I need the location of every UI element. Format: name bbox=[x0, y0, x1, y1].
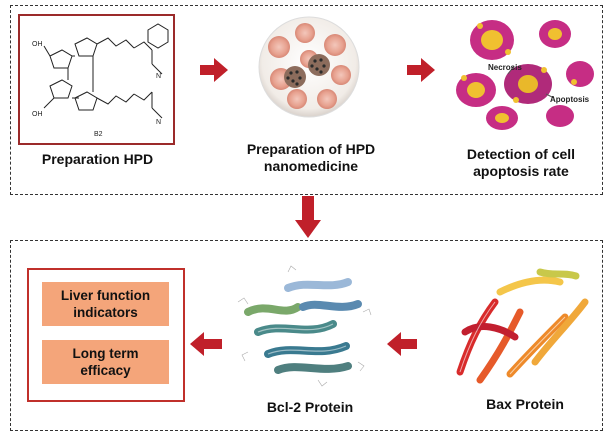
step3-label-line1: Detection of cell bbox=[466, 146, 576, 162]
nanomedicine-dish-image bbox=[258, 16, 360, 118]
arrow-top-to-bottom bbox=[295, 196, 321, 238]
outcome-long-term-efficacy: Long term efficacy bbox=[42, 340, 169, 384]
apoptosis-cells-image: Necrosis Apoptosis bbox=[456, 20, 594, 130]
outcome-long-term-efficacy-line1: Long term bbox=[72, 346, 139, 361]
bottom-panel bbox=[10, 240, 603, 431]
step2-label-line2: nanomedicine bbox=[263, 158, 359, 174]
step3-label: Detection of cell apoptosis rate bbox=[446, 146, 596, 180]
outcome-liver-function-line1: Liver function bbox=[60, 288, 151, 303]
bax-protein-image bbox=[456, 268, 589, 384]
arrow-step1-to-step2 bbox=[200, 58, 228, 82]
step3-label-line2: apoptosis rate bbox=[473, 163, 569, 179]
step1-label: Preparation HPD bbox=[41, 151, 154, 167]
arrow-step2-to-step3 bbox=[407, 58, 435, 82]
top-panel bbox=[10, 5, 603, 195]
outcome-long-term-efficacy-line2: efficacy bbox=[80, 363, 131, 378]
structure-caption: B2 bbox=[94, 131, 103, 138]
atom-label-oh-1: OH bbox=[32, 41, 43, 48]
outcome-liver-function-line2: indicators bbox=[73, 305, 138, 320]
outcomes-box: Liver function indicators Long term effi… bbox=[27, 268, 185, 402]
atom-label-n-2: N bbox=[156, 119, 161, 126]
arrow-bax-to-bcl2 bbox=[387, 332, 417, 356]
bcl2-protein-label: Bcl-2 Protein bbox=[266, 399, 354, 415]
atom-label-oh-2: OH bbox=[32, 111, 43, 118]
step2-label: Preparation of HPD nanomedicine bbox=[236, 141, 386, 175]
arrow-bcl2-to-outcomes bbox=[190, 332, 222, 356]
hpd-structure-box: OH OH N N B2 bbox=[18, 14, 175, 145]
necrosis-annotation: Necrosis bbox=[488, 63, 522, 72]
bax-protein-label: Bax Protein bbox=[486, 396, 564, 412]
atom-label-n-1: N bbox=[156, 73, 161, 80]
outcome-liver-function: Liver function indicators bbox=[42, 282, 169, 326]
apoptosis-annotation: Apoptosis bbox=[550, 95, 590, 104]
hpd-structure-image: OH OH N N B2 bbox=[32, 23, 169, 138]
bcl2-protein-image bbox=[237, 265, 372, 387]
step2-label-line1: Preparation of HPD bbox=[246, 141, 376, 157]
